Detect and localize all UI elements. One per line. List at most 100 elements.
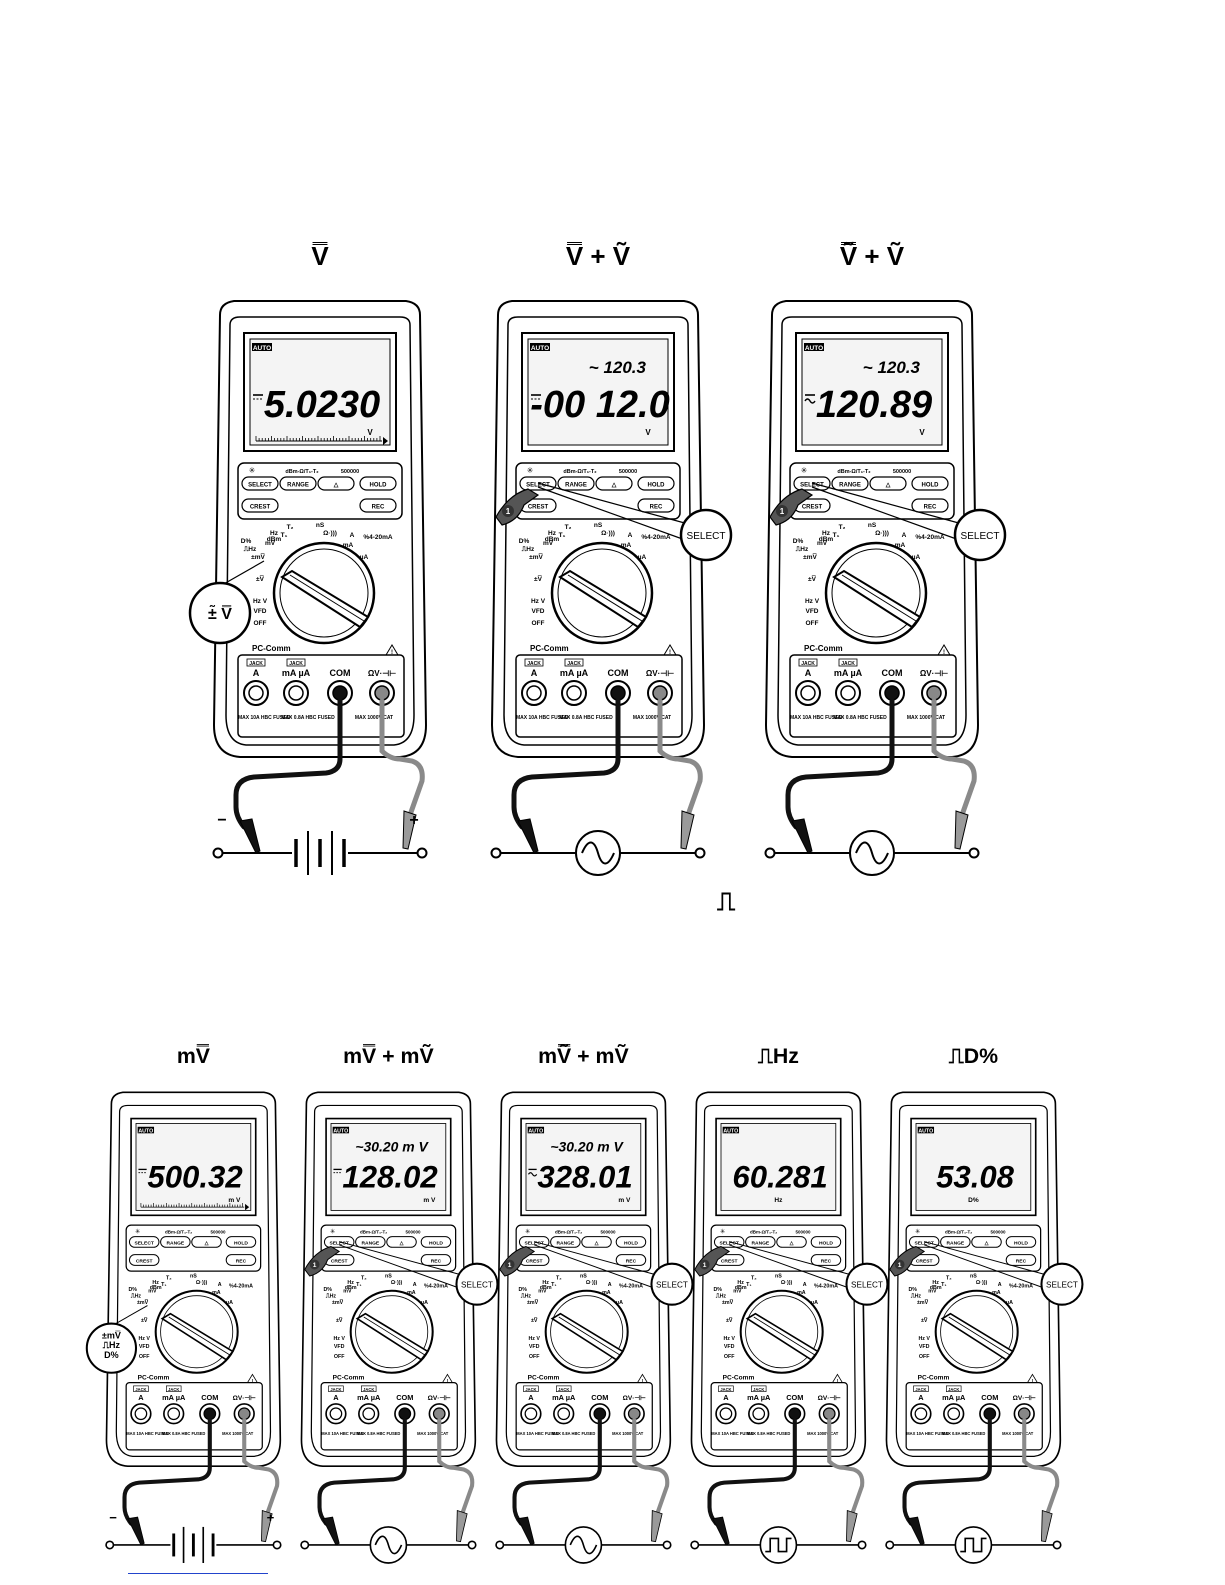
rec-button-label: REC bbox=[821, 1258, 832, 1264]
mode-title: ⎍Hz bbox=[758, 1044, 799, 1068]
meter-inner-case bbox=[505, 1104, 662, 1458]
rotary-dial-knob[interactable] bbox=[355, 1312, 429, 1361]
pc-comm-label: PC-Comm bbox=[723, 1374, 755, 1381]
delta-button[interactable] bbox=[595, 476, 633, 491]
finger-step-badge bbox=[309, 1259, 320, 1270]
rotary-dial-pointer bbox=[567, 574, 643, 622]
warning-mark: ! bbox=[252, 1378, 254, 1384]
dial-callout bbox=[85, 1322, 138, 1374]
rec-button[interactable] bbox=[225, 1254, 257, 1266]
select-button[interactable] bbox=[241, 476, 279, 491]
lcd-unit: m V bbox=[423, 1197, 436, 1204]
pc-comm-label: PC-Comm bbox=[252, 644, 291, 653]
dial-legend-label: ±V̿ bbox=[141, 1317, 148, 1324]
rec-button[interactable] bbox=[359, 498, 397, 513]
dial-legend-label: Hz bbox=[548, 530, 557, 537]
jack-label: COM bbox=[396, 1393, 413, 1402]
lcd-main-reading: 500.32 bbox=[147, 1159, 242, 1194]
rotary-dial-knob[interactable] bbox=[550, 1312, 624, 1361]
dial-legend-label: %4-20mA bbox=[229, 1283, 253, 1289]
rec-button[interactable] bbox=[1005, 1254, 1037, 1266]
rotary-dial-knob[interactable] bbox=[832, 569, 922, 629]
dial-legend-label: µA bbox=[811, 1300, 818, 1306]
rotary-dial-pointer bbox=[753, 1316, 815, 1356]
dial-legend-label: D% bbox=[519, 538, 530, 545]
jack-socket bbox=[432, 1407, 446, 1421]
crest-button[interactable] bbox=[128, 1254, 160, 1266]
pc-comm-label: PC-Comm bbox=[918, 1374, 950, 1381]
meter-inner-case bbox=[310, 1104, 467, 1458]
red-probe bbox=[651, 1509, 663, 1543]
backlight-icon: ✳ bbox=[915, 1227, 921, 1235]
jack-label: ΩV·⊣⊢ bbox=[920, 668, 948, 678]
jack-socket bbox=[374, 685, 390, 701]
rotary-dial-knob[interactable] bbox=[940, 1312, 1014, 1361]
delta-button[interactable] bbox=[386, 1236, 417, 1248]
jack-socket bbox=[524, 1407, 538, 1421]
dial-legend-label: ±mV̿ bbox=[137, 1299, 149, 1306]
delta-button[interactable] bbox=[581, 1236, 612, 1248]
rec-button[interactable] bbox=[810, 1254, 842, 1266]
delta-button[interactable] bbox=[869, 476, 907, 491]
input-panel bbox=[789, 654, 957, 738]
rec-button[interactable] bbox=[637, 498, 675, 513]
select-callout bbox=[679, 508, 733, 562]
hold-button[interactable] bbox=[637, 476, 675, 491]
rotary-dial-knob[interactable] bbox=[558, 569, 648, 629]
jack-socket bbox=[332, 685, 348, 701]
range-button[interactable] bbox=[745, 1236, 776, 1248]
dial-legend-label: ⎍Hz bbox=[715, 1293, 727, 1299]
rec-button[interactable] bbox=[420, 1254, 452, 1266]
delta-button-label: △ bbox=[399, 1240, 404, 1246]
hold-button[interactable] bbox=[615, 1236, 647, 1248]
hold-button[interactable] bbox=[420, 1236, 452, 1248]
delta-button[interactable] bbox=[971, 1236, 1002, 1248]
rec-button[interactable] bbox=[911, 498, 949, 513]
hold-button[interactable] bbox=[1005, 1236, 1037, 1248]
range-button[interactable] bbox=[160, 1236, 191, 1248]
jack-tag bbox=[328, 1385, 344, 1392]
rotary-dial-knob[interactable] bbox=[280, 569, 370, 629]
lcd-screen bbox=[249, 338, 391, 446]
lcd-main-reading: 5.0230 bbox=[264, 384, 380, 426]
bargraph-arrow-icon bbox=[383, 437, 388, 445]
range-button[interactable] bbox=[940, 1236, 971, 1248]
fuse-note-label: MAX 1000V CAT bbox=[907, 715, 945, 721]
warning-mark: ! bbox=[943, 650, 945, 656]
delta-button[interactable] bbox=[317, 476, 355, 491]
range-button[interactable] bbox=[550, 1236, 581, 1248]
hold-button[interactable] bbox=[225, 1236, 257, 1248]
range-button[interactable] bbox=[831, 476, 869, 491]
delta-button[interactable] bbox=[776, 1236, 807, 1248]
counts-label: 500000 bbox=[341, 469, 359, 475]
pc-comm-label: PC-Comm bbox=[804, 644, 843, 653]
crest-button[interactable] bbox=[241, 498, 279, 513]
range-button[interactable] bbox=[279, 476, 317, 491]
rec-button[interactable] bbox=[615, 1254, 647, 1266]
range-button[interactable] bbox=[355, 1236, 386, 1248]
delta-button[interactable] bbox=[191, 1236, 222, 1248]
range-button[interactable] bbox=[557, 476, 595, 491]
red-test-lead bbox=[379, 698, 425, 818]
rotary-dial-knob[interactable] bbox=[160, 1312, 234, 1361]
hold-button[interactable] bbox=[810, 1236, 842, 1248]
select-button[interactable] bbox=[128, 1236, 160, 1248]
hold-button-label: HOLD bbox=[624, 1240, 638, 1246]
jack-socket bbox=[884, 685, 900, 701]
dial-legend-label: ±V̿ bbox=[531, 1317, 538, 1324]
hold-button[interactable] bbox=[911, 476, 949, 491]
jack-label: mA µA bbox=[560, 668, 589, 678]
lcd-sub-reading: ~30.20 m V bbox=[355, 1138, 429, 1154]
rotary-dial-knob[interactable] bbox=[745, 1312, 819, 1361]
lcd-sub-reading: ~30.20 m V bbox=[550, 1138, 624, 1154]
jack-tag-label: JACK bbox=[801, 661, 815, 667]
hold-button[interactable] bbox=[359, 476, 397, 491]
finger-step-label: 1 bbox=[506, 507, 511, 516]
backlight-icon: ✳ bbox=[135, 1227, 141, 1235]
counts-label: 500000 bbox=[893, 469, 911, 475]
input-panel bbox=[905, 1381, 1043, 1451]
